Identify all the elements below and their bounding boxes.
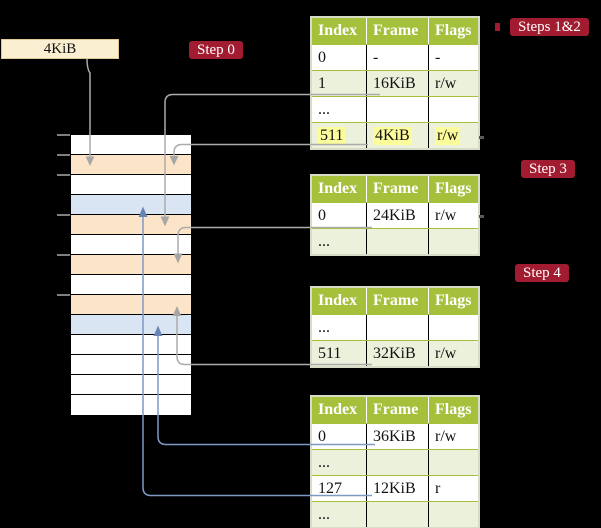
page-table-root: Index Frame Flags 0 - - 1 16KiB r/w ... … — [310, 16, 480, 150]
row-pointer-dash — [479, 215, 484, 218]
memory-row — [71, 275, 191, 295]
table-cell: r/w — [435, 427, 457, 445]
memory-row — [71, 235, 191, 255]
page-table-leaf: Index Frame Flags 0 36KiB r/w ... 127 12… — [310, 395, 480, 528]
table-cell: 32KiB — [367, 341, 429, 366]
table-cell: 0 — [312, 45, 367, 70]
column-header-frame: Frame — [367, 176, 429, 202]
memory-row — [71, 315, 191, 335]
memory-row — [71, 255, 191, 275]
table-row: 511 32KiB r/w — [312, 340, 478, 366]
red-pip — [495, 23, 500, 31]
table-header: Index Frame Flags — [312, 18, 478, 44]
table-cell: r/w — [435, 206, 457, 224]
table-row: ... — [312, 501, 478, 527]
table-cell: ... — [312, 315, 367, 340]
table-cell: ... — [312, 229, 367, 254]
table-cell: 1 — [312, 71, 367, 96]
row-pointer-dash — [479, 136, 484, 139]
memory-row — [71, 135, 191, 155]
table-cell — [367, 502, 429, 527]
memory-row — [71, 155, 191, 175]
memory-row — [71, 195, 191, 215]
table-cell — [367, 315, 429, 340]
table-cell: 127 — [312, 476, 367, 501]
table-cell: r/w — [435, 344, 457, 362]
table-cell: 16KiB — [367, 71, 429, 96]
table-header: Index Frame Flags — [312, 397, 478, 423]
column-header-flags: Flags — [435, 292, 472, 309]
step-label-1and2: Steps 1&2 — [510, 18, 589, 36]
step-label-3: Step 3 — [521, 160, 575, 178]
table-cell — [429, 502, 478, 527]
table-cell — [429, 229, 478, 254]
table-cell: 12KiB — [367, 476, 429, 501]
table-header: Index Frame Flags — [312, 176, 478, 202]
table-cell: 4KiB — [367, 123, 429, 148]
table-header: Index Frame Flags — [312, 288, 478, 314]
memory-row — [71, 335, 191, 355]
column-header-index: Index — [312, 18, 367, 44]
table-cell — [367, 229, 429, 254]
table-row: ... — [312, 228, 478, 254]
table-cell: r/w — [435, 74, 457, 92]
tick-mark — [57, 154, 70, 156]
table-cell — [429, 315, 478, 340]
table-cell: - — [435, 48, 441, 66]
tick-mark — [57, 174, 70, 176]
tick-mark — [57, 134, 70, 136]
table-cell: - — [367, 45, 429, 70]
table-row: 0 36KiB r/w — [312, 423, 478, 449]
tick-mark — [57, 294, 70, 296]
step-label-4: Step 4 — [515, 264, 569, 282]
table-row: 0 24KiB r/w — [312, 202, 478, 228]
tick-mark — [57, 254, 70, 256]
column-header-flags: Flags — [435, 180, 472, 197]
table-cell: 0 — [312, 424, 367, 449]
table-cell — [429, 97, 478, 122]
column-header-frame: Frame — [367, 288, 429, 314]
page-table-step4: Index Frame Flags ... 511 32KiB r/w — [310, 286, 480, 368]
page-size-box: 4KiB — [1, 39, 119, 59]
memory-row — [71, 355, 191, 375]
page-table-step3: Index Frame Flags 0 24KiB r/w ... — [310, 174, 480, 256]
table-cell: 36KiB — [367, 424, 429, 449]
table-row: 1 16KiB r/w — [312, 70, 478, 96]
memory-stack — [70, 134, 192, 416]
table-cell: r — [435, 479, 441, 497]
column-header-index: Index — [312, 397, 367, 423]
column-header-index: Index — [312, 176, 367, 202]
column-header-frame: Frame — [367, 397, 429, 423]
table-cell: 511 — [312, 341, 367, 366]
table-row: ... — [312, 96, 478, 122]
column-header-flags: Flags — [435, 401, 472, 418]
table-row-highlighted: 511 4KiB r/w — [312, 122, 478, 148]
table-cell: 511 — [312, 123, 367, 148]
table-cell: 24KiB — [367, 203, 429, 228]
column-header-index: Index — [312, 288, 367, 314]
table-cell: ... — [312, 97, 367, 122]
table-cell: 0 — [312, 203, 367, 228]
step-label-0: Step 0 — [189, 41, 243, 59]
table-row: ... — [312, 314, 478, 340]
tick-mark — [57, 214, 70, 216]
column-header-frame: Frame — [367, 18, 429, 44]
memory-row — [71, 395, 191, 415]
table-cell: ... — [312, 450, 367, 475]
table-row: ... — [312, 449, 478, 475]
table-cell: ... — [312, 502, 367, 527]
memory-row — [71, 295, 191, 315]
memory-row — [71, 375, 191, 395]
table-cell — [429, 450, 478, 475]
table-cell — [367, 450, 429, 475]
table-row: 127 12KiB r — [312, 475, 478, 501]
table-row: 0 - - — [312, 44, 478, 70]
memory-row — [71, 175, 191, 195]
table-cell — [367, 97, 429, 122]
column-header-flags: Flags — [435, 22, 472, 39]
memory-row — [71, 215, 191, 235]
table-cell: r/w — [435, 126, 461, 145]
